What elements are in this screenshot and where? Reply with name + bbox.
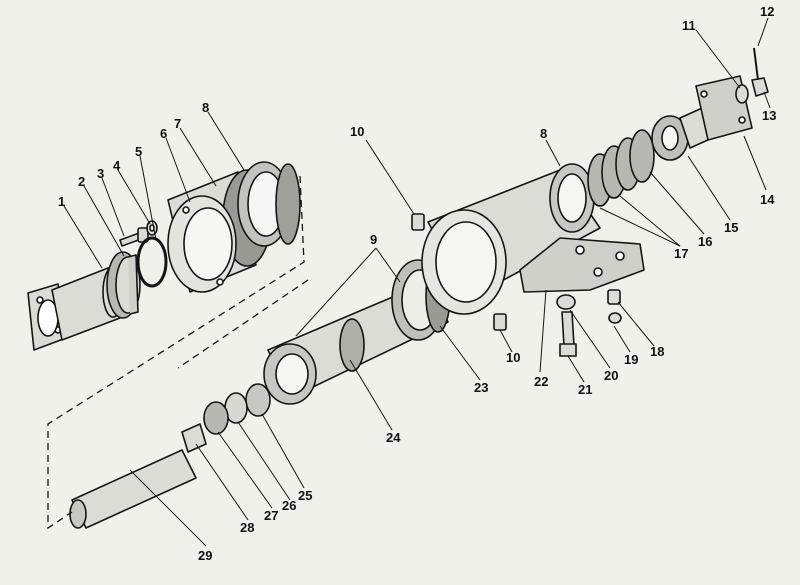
part-label-7: 7 — [174, 116, 181, 131]
bolt-21-head — [559, 343, 577, 357]
part-label-15: 15 — [724, 220, 738, 235]
part-label-9: 9 — [370, 232, 377, 247]
leader-lines — [63, 17, 771, 547]
part-label-17: 17 — [674, 246, 688, 261]
snap-ring-part — [136, 236, 168, 288]
part-label-21: 21 — [578, 382, 592, 397]
part-label-2: 2 — [78, 174, 85, 189]
part-label-22: 22 — [534, 374, 548, 389]
part-label-14: 14 — [760, 192, 775, 207]
part-label-4: 4 — [113, 158, 121, 173]
bolt-18 — [607, 289, 621, 305]
part-label-29: 29 — [198, 548, 212, 563]
bearing-part-15 — [651, 115, 689, 161]
part-label-19: 19 — [624, 352, 638, 367]
bolt-part — [119, 227, 149, 247]
part-label-16: 16 — [698, 234, 712, 249]
part-label-20: 20 — [604, 368, 618, 383]
spline-ring-part — [106, 251, 141, 319]
part-label-8-left: 8 — [202, 100, 209, 115]
part-label-12: 12 — [760, 4, 774, 19]
part-label-24: 24 — [386, 430, 401, 445]
washer-part-11 — [735, 84, 749, 104]
part-label-13: 13 — [762, 108, 776, 123]
bolt-10-top — [411, 213, 425, 231]
part-label-10-bottom: 10 — [506, 350, 520, 365]
part-label-26: 26 — [282, 498, 296, 513]
axle-shaft-part — [263, 259, 451, 405]
part-label-28: 28 — [240, 520, 254, 535]
splined-shaft-part — [69, 449, 197, 529]
bolt-10-bottom — [493, 313, 507, 331]
part-label-6: 6 — [160, 126, 167, 141]
part-label-5: 5 — [135, 144, 142, 159]
castle-nut-part — [751, 77, 769, 97]
part-label-3: 3 — [97, 166, 104, 181]
alignment-lines — [47, 175, 309, 530]
washer-20 — [556, 294, 576, 310]
part-label-18: 18 — [650, 344, 664, 359]
part-label-25: 25 — [298, 488, 312, 503]
washer-part — [146, 220, 158, 236]
nut-19 — [608, 312, 622, 324]
spring-ring-stack-part — [587, 129, 655, 207]
part-number-labels: 1 2 3 4 5 6 7 8 8 9 10 10 11 12 13 14 15… — [58, 4, 776, 563]
bearing-part-right — [549, 163, 595, 233]
toothed-washer-25 — [245, 383, 271, 417]
part-label-27: 27 — [264, 508, 278, 523]
part-label-23: 23 — [474, 380, 488, 395]
main-housing-part — [421, 169, 645, 315]
seal-ring-part-left — [237, 161, 301, 247]
part-label-10-top: 10 — [350, 124, 364, 139]
nut-27 — [203, 401, 229, 435]
part-label-11: 11 — [682, 18, 696, 33]
cotter-pin-part — [753, 47, 759, 81]
part-label-1: 1 — [58, 194, 65, 209]
bolt-21 — [561, 311, 575, 347]
collar-28 — [181, 423, 207, 453]
part-label-8-right: 8 — [540, 126, 547, 141]
